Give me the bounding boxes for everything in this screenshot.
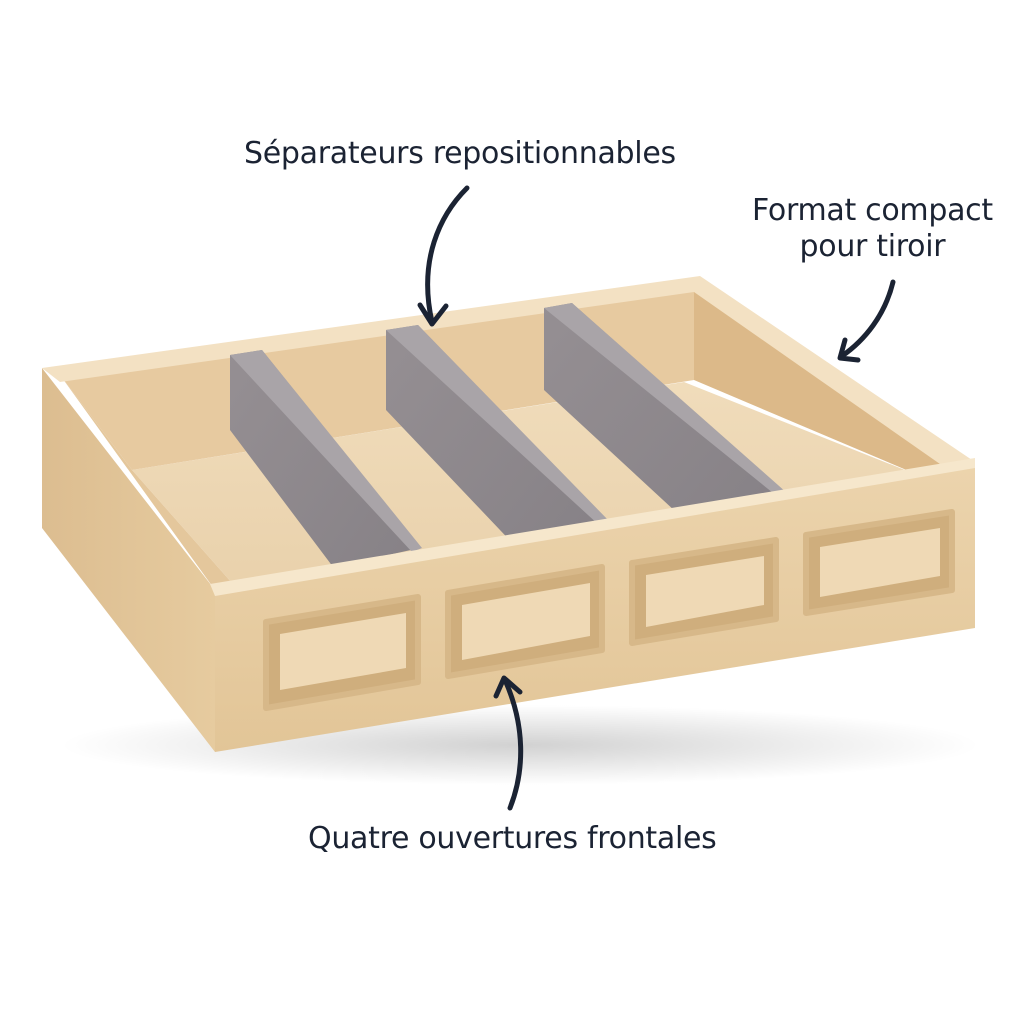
divider-2-top	[386, 325, 610, 526]
label-repositionable-dividers: Séparateurs repositionnables	[244, 136, 676, 171]
divider-1-top	[230, 350, 422, 552]
label-compact-line1: Format compact	[752, 193, 993, 228]
divider-3-top	[544, 303, 787, 497]
front-opening-3	[629, 537, 779, 646]
tray-front-top-edge	[210, 458, 975, 596]
callout-arrows	[417, 185, 896, 811]
label-compact-format: Format compact pour tiroir	[752, 193, 993, 265]
arrow-compact	[837, 279, 896, 363]
arrow-front-openings	[493, 675, 524, 811]
front-openings	[263, 509, 955, 711]
front-opening-1	[263, 594, 421, 711]
front-opening-2	[445, 564, 605, 679]
tray-left-side	[42, 368, 215, 752]
tray-rim	[42, 276, 975, 478]
arrow-dividers	[417, 185, 470, 327]
front-opening-4	[803, 509, 955, 616]
label-front-openings: Quatre ouvertures frontales	[308, 821, 717, 856]
tray-back-wall	[60, 284, 694, 470]
label-compact-line2: pour tiroir	[799, 229, 946, 264]
